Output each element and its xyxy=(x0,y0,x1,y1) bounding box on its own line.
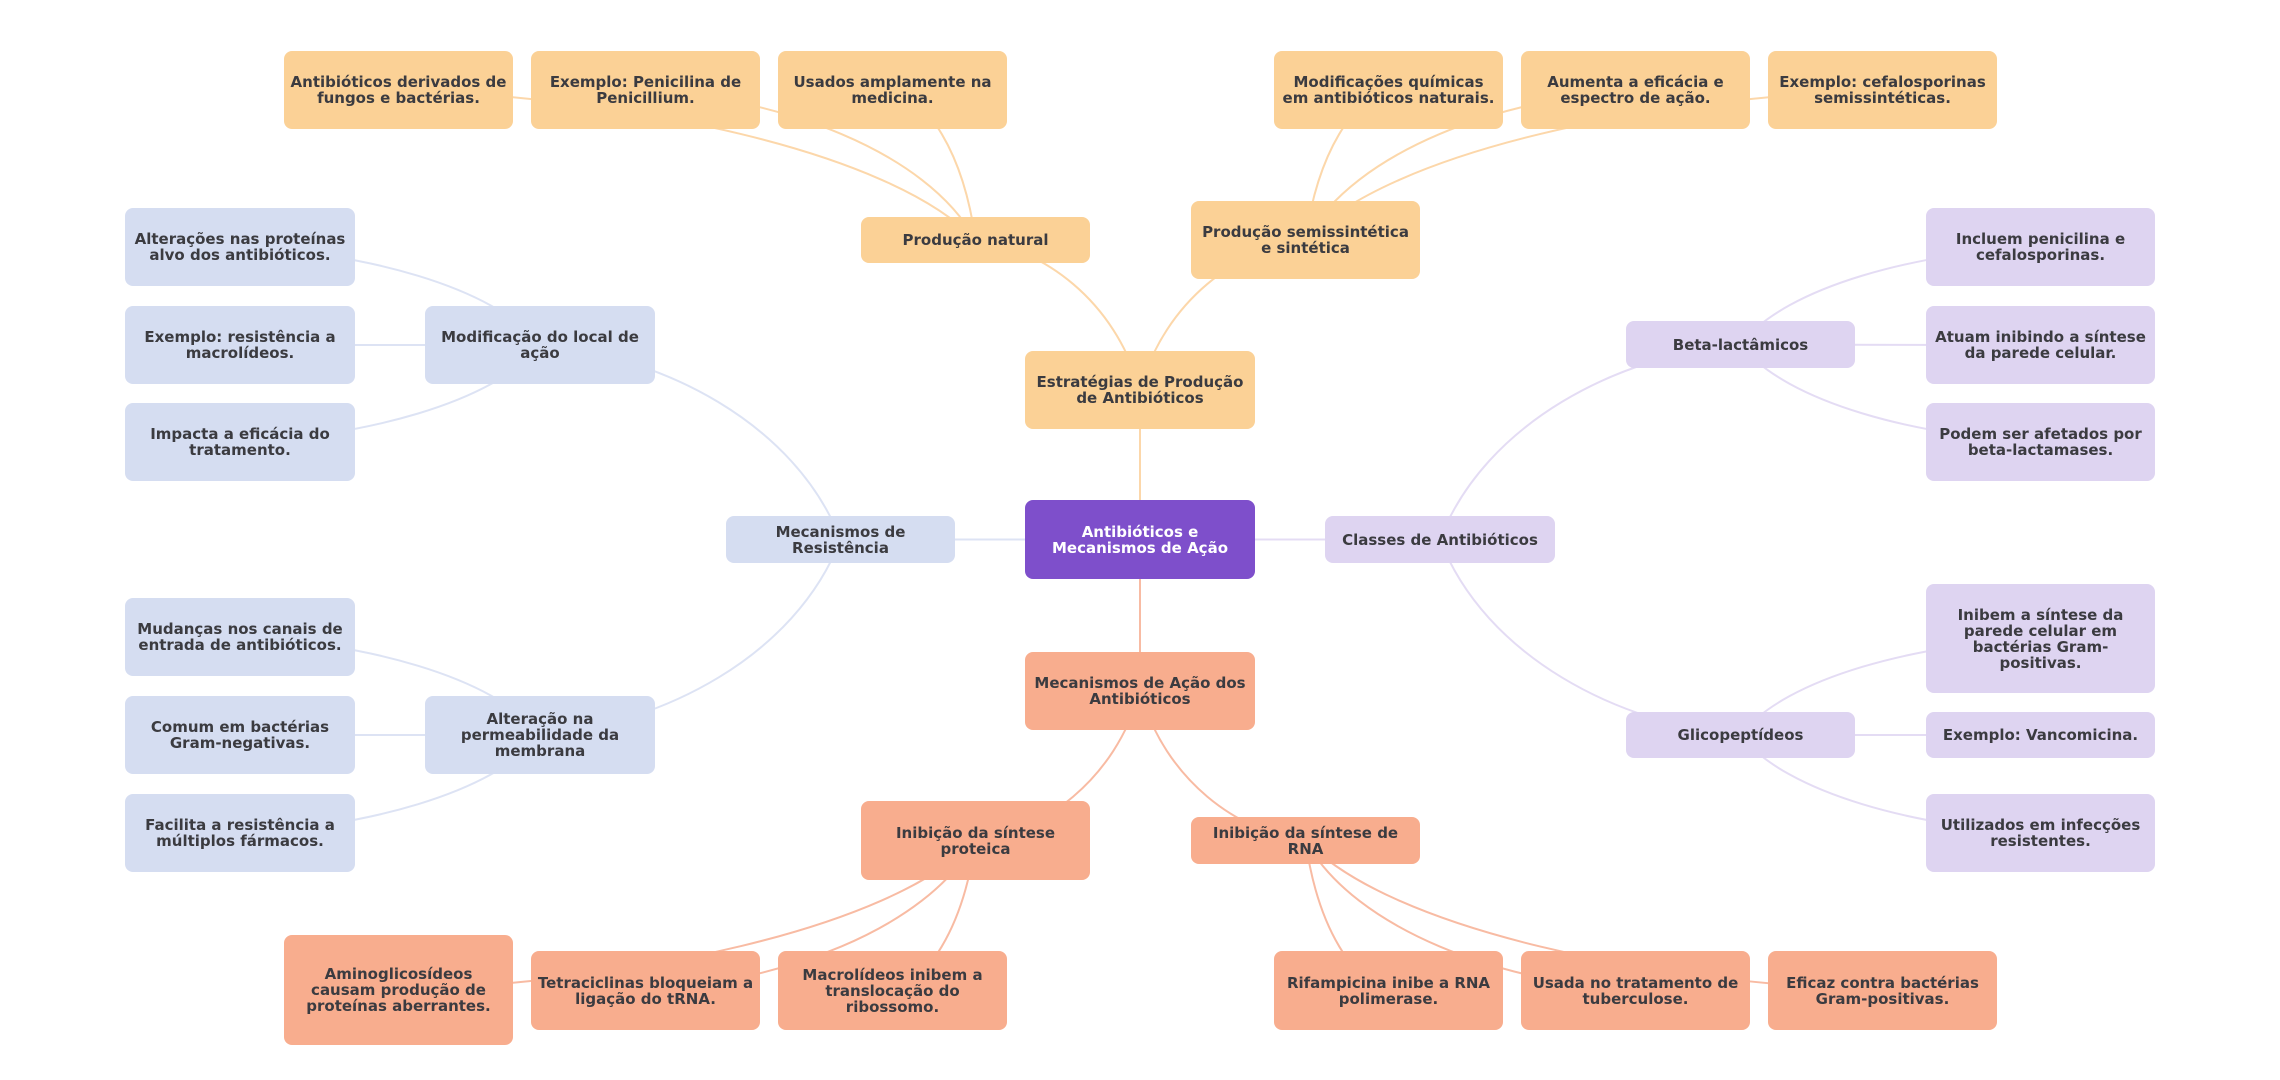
node-label: Inibição da síntese de RNA xyxy=(1212,823,1399,858)
leaf-node[interactable]: Facilita a resistência a múltiplos fárma… xyxy=(125,794,355,872)
leaf-node[interactable]: Tetraciclinas bloqueiam a ligação do tRN… xyxy=(531,951,760,1030)
leaf-node[interactable]: Aumenta a eficácia e espectro de ação. xyxy=(1521,51,1750,129)
node-action-mechanisms[interactable]: Mecanismos de Ação dos Antibióticos xyxy=(1025,652,1255,730)
leaf-node[interactable]: Alterações nas proteínas alvo dos antibi… xyxy=(125,208,355,286)
node-label: Aumenta a eficácia e espectro de ação. xyxy=(1547,73,1724,107)
node-label: Exemplo: Penicilina de Penicillium. xyxy=(549,73,742,107)
node-label: Usada no tratamento de tuberculose. xyxy=(1532,973,1739,1008)
node-strategies[interactable]: Estratégias de Produção de Antibióticos xyxy=(1025,351,1255,429)
leaf-node[interactable]: Mudanças nos canais de entrada de antibi… xyxy=(125,598,355,676)
node-label: Inibição da síntese proteica xyxy=(895,823,1056,858)
root-node[interactable]: Antibióticos e Mecanismos de Ação xyxy=(1025,500,1255,579)
leaf-node[interactable]: Exemplo: cefalosporinas semissintéticas. xyxy=(1768,51,1997,129)
leaf-node[interactable]: Macrolídeos inibem a translocação do rib… xyxy=(778,951,1007,1030)
node-label: Modificação do local de ação xyxy=(441,328,639,362)
node-label: Estratégias de Produção de Antibióticos xyxy=(1036,373,1244,407)
node-natural-production[interactable]: Produção natural xyxy=(861,217,1090,263)
node-label: Inibem a síntese da parede celular em ba… xyxy=(1957,605,2124,672)
node-label: Podem ser afetados por beta-lactamases. xyxy=(1939,425,2142,459)
node-label: Mecanismos de Ação dos Antibióticos xyxy=(1034,674,1246,708)
node-label: Mudanças nos canais de entrada de antibi… xyxy=(137,620,343,654)
node-label: Comum em bactérias Gram-negativas. xyxy=(150,718,330,752)
leaf-node[interactable]: Usados amplamente na medicina. xyxy=(778,51,1007,129)
node-label: Incluem penicilina e cefalosporinas. xyxy=(1955,230,2126,264)
root-node-label: Antibióticos e Mecanismos de Ação xyxy=(1051,522,1228,557)
node-label: Exemplo: Vancomicina. xyxy=(1942,726,2139,744)
node-label: Glicopeptídeos xyxy=(1677,726,1804,744)
leaf-node[interactable]: Exemplo: Penicilina de Penicillium. xyxy=(531,51,760,129)
leaf-node[interactable]: Atuam inibindo a síntese da parede celul… xyxy=(1926,306,2155,384)
node-label: Facilita a resistência a múltiplos fárma… xyxy=(145,816,335,850)
edge-classes-beta xyxy=(1439,343,1741,540)
node-label: Modificações químicas em antibióticos na… xyxy=(1282,73,1495,107)
leaf-node[interactable]: Impacta a eficácia do tratamento. xyxy=(125,403,355,481)
node-label: Rifampicina inibe a RNA polimerase. xyxy=(1286,973,1491,1008)
node-label: Exemplo: cefalosporinas semissintéticas. xyxy=(1779,73,1986,107)
leaf-node[interactable]: Usada no tratamento de tuberculose. xyxy=(1521,951,1750,1030)
edge-classes-glyco xyxy=(1439,539,1741,736)
node-label: Eficaz contra bactérias Gram-positivas. xyxy=(1786,973,1979,1008)
node-label: Macrolídeos inibem a translocação do rib… xyxy=(802,965,983,1016)
node-label: Classes de Antibióticos xyxy=(1342,530,1538,549)
node-resistance-mechanisms[interactable]: Mecanismos de Resistência xyxy=(726,516,955,563)
node-label: Alterações nas proteínas alvo dos antibi… xyxy=(134,230,346,264)
leaf-node[interactable]: Eficaz contra bactérias Gram-positivas. xyxy=(1768,951,1997,1030)
node-label: Impacta a eficácia do tratamento. xyxy=(150,425,330,459)
node-label: Tetraciclinas bloqueiam a ligação do tRN… xyxy=(537,973,754,1008)
node-label: Antibióticos derivados de fungos e bacté… xyxy=(290,73,507,107)
leaf-node[interactable]: Incluem penicilina e cefalosporinas. xyxy=(1926,208,2155,286)
node-target-site-modification[interactable]: Modificação do local de ação xyxy=(425,306,655,384)
node-label: Exemplo: resistência a macrolídeos. xyxy=(144,328,336,362)
node-membrane-permeability[interactable]: Alteração na permeabilidade da membrana xyxy=(425,696,655,774)
leaf-node[interactable]: Antibióticos derivados de fungos e bacté… xyxy=(284,51,513,129)
node-label: Usados amplamente na medicina. xyxy=(793,73,992,107)
node-glycopeptides[interactable]: Glicopeptídeos xyxy=(1626,712,1855,758)
node-label: Produção semissintética e sintética xyxy=(1202,223,1409,257)
node-label: Beta-lactâmicos xyxy=(1672,335,1809,354)
leaf-node[interactable]: Aminoglicosídeos causam produção de prot… xyxy=(284,935,513,1045)
leaf-node[interactable]: Utilizados em infecções resistentes. xyxy=(1926,794,2155,872)
node-label: Utilizados em infecções resistentes. xyxy=(1940,816,2141,850)
node-label: Produção natural xyxy=(902,231,1049,249)
node-label: Aminoglicosídeos causam produção de prot… xyxy=(306,965,491,1015)
leaf-node[interactable]: Podem ser afetados por beta-lactamases. xyxy=(1926,403,2155,481)
node-rna-synthesis-inhibition[interactable]: Inibição da síntese de RNA xyxy=(1191,817,1420,864)
node-label: Mecanismos de Resistência xyxy=(775,522,906,557)
leaf-node[interactable]: Rifampicina inibe a RNA polimerase. xyxy=(1274,951,1503,1030)
node-semisynthetic-production[interactable]: Produção semissintética e sintética xyxy=(1191,201,1420,279)
leaf-node[interactable]: Modificações químicas em antibióticos na… xyxy=(1274,51,1503,129)
node-label: Atuam inibindo a síntese da parede celul… xyxy=(1935,328,2146,362)
node-antibiotic-classes[interactable]: Classes de Antibióticos xyxy=(1325,516,1555,563)
leaf-node[interactable]: Comum em bactérias Gram-negativas. xyxy=(125,696,355,774)
node-label: Alteração na permeabilidade da membrana xyxy=(460,710,620,760)
node-beta-lactams[interactable]: Beta-lactâmicos xyxy=(1626,321,1855,368)
node-protein-synthesis-inhibition[interactable]: Inibição da síntese proteica xyxy=(861,801,1090,880)
leaf-node[interactable]: Exemplo: Vancomicina. xyxy=(1926,712,2155,758)
leaf-node[interactable]: Exemplo: resistência a macrolídeos. xyxy=(125,306,355,384)
leaf-node[interactable]: Inibem a síntese da parede celular em ba… xyxy=(1926,584,2155,693)
